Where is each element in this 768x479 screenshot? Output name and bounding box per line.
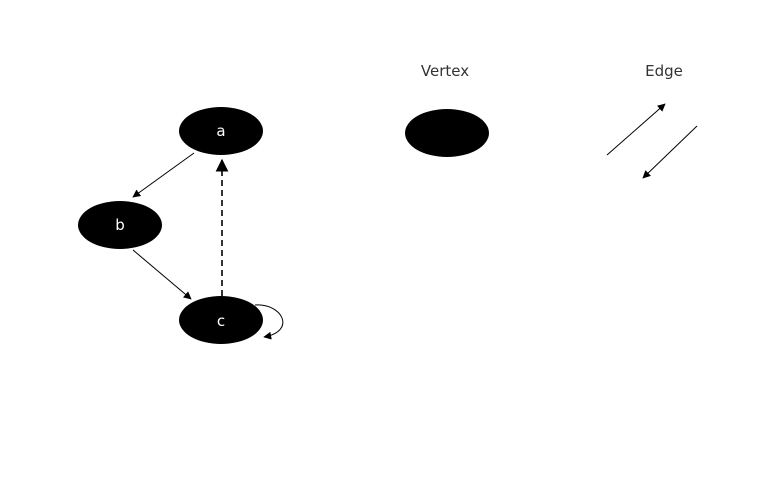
node-c[interactable]: c <box>179 296 263 344</box>
legend-edge-arrow-backward <box>642 125 698 179</box>
legend-vertex-label: Vertex <box>421 62 469 80</box>
node-c-label: c <box>217 312 225 330</box>
legend-edge-arrow-forward <box>606 103 666 156</box>
edge-b-to-c <box>132 249 192 300</box>
legend-vertex-shape <box>405 109 489 157</box>
edge-a-to-b <box>132 152 195 198</box>
legend-edge-label: Edge <box>645 62 683 80</box>
node-b[interactable]: b <box>78 201 162 249</box>
node-c-shape <box>179 296 263 344</box>
node-b-label: b <box>115 216 125 234</box>
node-a[interactable]: a <box>179 107 263 155</box>
edge-c-self-loop <box>254 304 284 340</box>
node-a-shape <box>179 107 263 155</box>
node-a-label: a <box>216 122 225 140</box>
node-b-shape <box>78 201 162 249</box>
